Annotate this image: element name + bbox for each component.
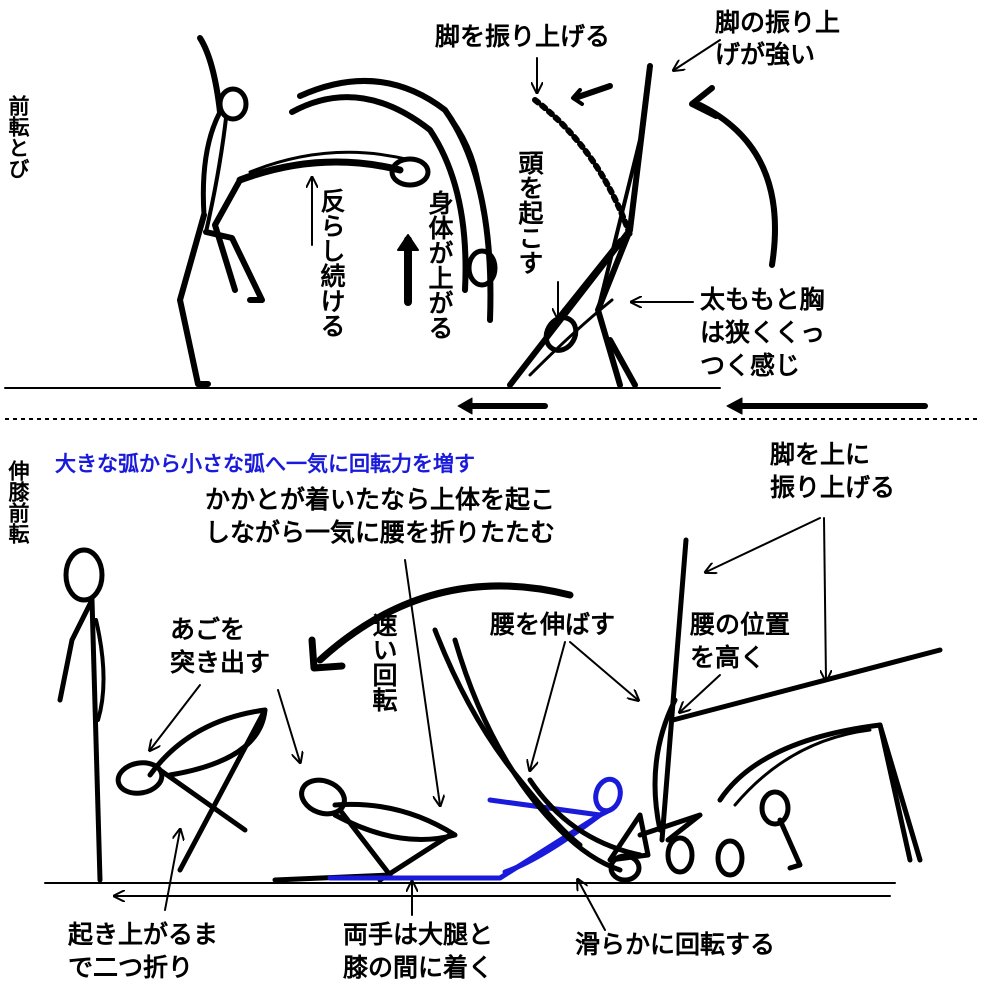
label-fold-line1: 起き上がるま bbox=[68, 920, 219, 949]
label-kick-up: 脚を振り上げる bbox=[435, 22, 611, 51]
label-fast-rotation: 速い回転 bbox=[369, 612, 398, 712]
label-raise-head: 頭を起こす bbox=[515, 150, 544, 275]
label-hands-line1: 両手は大腿と bbox=[343, 920, 494, 949]
bottom-leader-high-hips bbox=[680, 674, 721, 712]
label-heels-line2: しながら一気に腰を折りたたむ bbox=[205, 518, 556, 547]
section-title-shinshitsu-zenten: 伸膝前転 bbox=[6, 460, 30, 544]
bottom-leader-kick-up-2 bbox=[824, 517, 826, 680]
label-body-rises: 身体が上がる bbox=[425, 190, 454, 340]
section-title-zenten-tobi: 前転とび bbox=[6, 95, 30, 179]
bottom-section bbox=[44, 517, 943, 931]
top-figure-landing bbox=[507, 63, 653, 388]
label-keep-arching: 反らし続ける bbox=[317, 188, 346, 338]
top-dotted-kick-arc bbox=[532, 97, 633, 238]
label-thigh-chest-line3: つく感じ bbox=[700, 351, 801, 380]
bottom-rotation-arrowhead bbox=[308, 636, 346, 672]
bottom-figure-standing bbox=[57, 547, 106, 883]
label-high-hips-line2: を高く bbox=[690, 643, 766, 672]
label-strong-kick-line2: げが強い bbox=[715, 40, 816, 69]
label-strong-kick-line1: 脚の振り上 bbox=[715, 8, 841, 37]
label-heels-line1: かかとが着いたなら上体を起こ bbox=[205, 485, 556, 514]
label-kick-up-bottom-line2: 振り上げる bbox=[770, 473, 896, 502]
bottom-leader-chin-1 bbox=[150, 684, 201, 750]
bottom-headline: 大きな弧から小さな弧へ一気に回転力を増す bbox=[55, 452, 475, 476]
label-kick-up-bottom-line1: 脚を上に bbox=[770, 440, 871, 469]
label-high-hips-line1: 腰の位置 bbox=[690, 610, 791, 639]
label-hands-line2: 膝の間に着く bbox=[343, 953, 494, 982]
top-big-curved-arrowhead bbox=[689, 85, 719, 119]
bottom-leader-extend-2 bbox=[569, 641, 638, 700]
bottom-leader-chin-2 bbox=[277, 689, 300, 762]
bottom-leader-heels bbox=[404, 559, 440, 805]
top-figure-arch bbox=[212, 78, 498, 323]
bottom-figure-bent bbox=[115, 707, 268, 873]
label-chin-line2: 突き出す bbox=[170, 648, 271, 677]
bottom-leader-kick-up-1 bbox=[706, 517, 821, 572]
label-extend-hips: 腰を伸ばす bbox=[490, 610, 616, 639]
label-smooth-rotation: 滑らかに回転する bbox=[575, 930, 776, 959]
bottom-figure-curl bbox=[432, 537, 943, 883]
label-fold-line2: で二つ折り bbox=[68, 953, 194, 982]
top-section bbox=[4, 35, 928, 415]
label-chin-line1: あごを bbox=[170, 615, 246, 644]
bottom-leader-smooth bbox=[578, 880, 606, 931]
bottom-leader-fold bbox=[164, 830, 180, 911]
top-leader-strong-kick bbox=[674, 39, 721, 70]
label-thigh-chest-line1: 太ももと胸 bbox=[700, 285, 825, 314]
top-kick-dash bbox=[572, 83, 613, 101]
bottom-leader-extend-1 bbox=[530, 641, 566, 770]
label-thigh-chest-line2: は狭くくっ bbox=[700, 318, 826, 347]
bottom-rotation-arc-arrow bbox=[316, 582, 574, 664]
top-big-curved-arrow bbox=[697, 102, 778, 268]
bottom-figure-rolling bbox=[272, 777, 458, 883]
